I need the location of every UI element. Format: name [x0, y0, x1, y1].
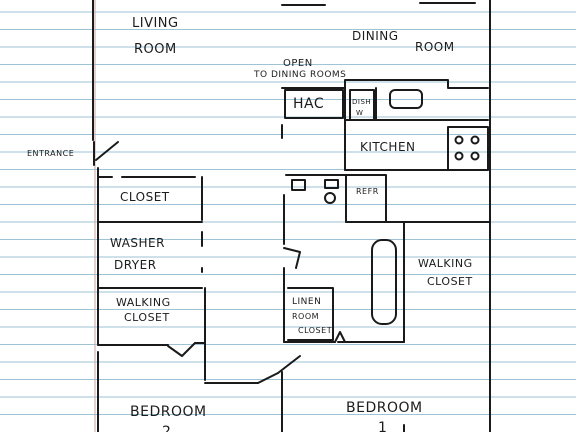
washer-dryer-label-line1: WASHER — [110, 236, 165, 250]
walls — [92, 0, 491, 432]
open-to-dining-label-line2: TO DINING ROOMS — [253, 70, 346, 80]
room-labels: LIVING ROOM DINING ROOM OPEN TO DINING R… — [27, 16, 473, 432]
dining-room-label-line2: ROOM — [415, 40, 455, 54]
bedroom-2-label-line1: BEDROOM — [130, 404, 207, 420]
dish-washer-label-line1: DISH — [352, 98, 371, 106]
bedroom-1-label-line1: BEDROOM — [346, 400, 423, 416]
dining-room-label-line1: DINING — [352, 29, 399, 43]
bedroom-1-label-line2: 1 — [378, 420, 387, 432]
dish-washer-label-line2: W — [356, 109, 363, 117]
refr-label: REFR — [356, 187, 379, 196]
washer-dryer-label-line2: DRYER — [114, 258, 157, 272]
walking-closet-left-label-line2: CLOSET — [124, 311, 170, 324]
kitchen-label: KITCHEN — [360, 140, 416, 154]
linen-closet-label-line3: CLOSET — [298, 326, 332, 335]
notebook-rules — [0, 11, 576, 415]
bedroom-2-label-line2: 2 — [162, 424, 171, 432]
living-room-label-line1: LIVING — [132, 16, 179, 31]
linen-closet-label-line2: ROOM — [292, 312, 319, 321]
walking-closet-left-label-line1: WALKING — [116, 296, 171, 309]
walking-closet-right-label-line2: CLOSET — [427, 275, 473, 288]
entrance-label: ENTRANCE — [27, 149, 74, 158]
hac-label: HAC — [293, 96, 324, 112]
linen-closet-label-line1: LINEN — [292, 297, 321, 307]
open-to-dining-label-line1: OPEN — [283, 58, 313, 69]
living-room-label-line2: ROOM — [134, 42, 177, 57]
closet-label: CLOSET — [120, 190, 170, 204]
walking-closet-right-label-line1: WALKING — [418, 257, 473, 270]
